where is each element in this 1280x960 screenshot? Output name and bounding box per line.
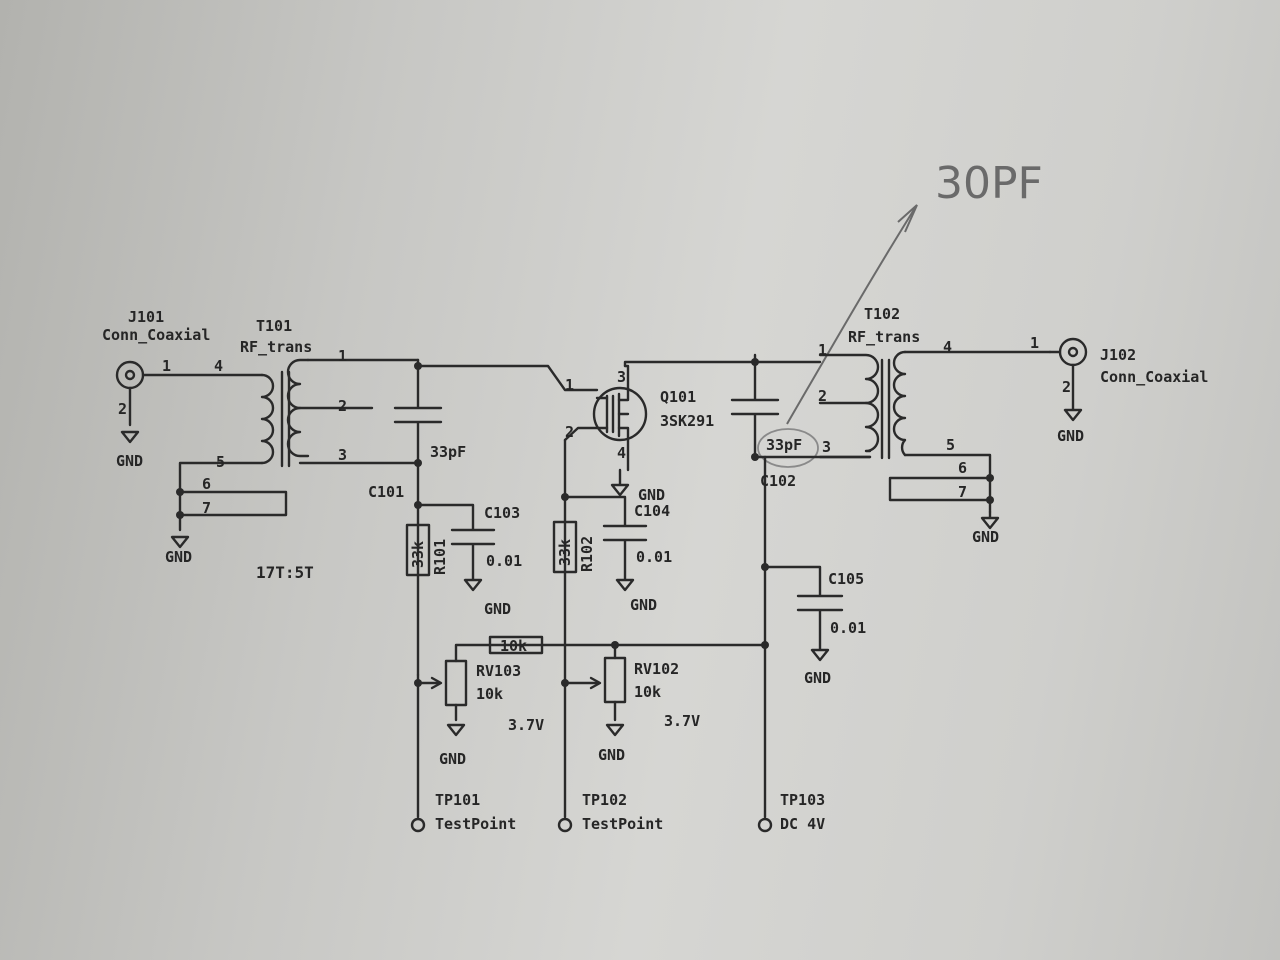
j102-pin2: 2 [1062,378,1071,396]
tp101-ref: TP101 [435,791,480,809]
c104-ref: C104 [634,502,670,520]
c105-gnd-label: GND [804,669,831,687]
t101-transformer [170,358,420,549]
j102-connector [1048,337,1088,422]
j102-pin1: 1 [1030,334,1039,352]
rv101-gnd-label: GND [439,750,466,768]
tp101-value: TestPoint [435,815,516,833]
r102-ref: R102 [578,536,596,572]
c103-capacitor [416,503,496,592]
c104-capacitor [563,495,648,592]
t102-pin6: 6 [958,459,967,477]
t101-pin1: 1 [338,347,347,365]
t102-pin3: 3 [822,438,831,456]
q101-pin2: 2 [565,423,574,441]
t102-pin1: 1 [818,341,827,359]
rv102-ref: RV102 [634,660,679,678]
j101-pin2: 2 [118,400,127,418]
rv102-value: 10k [634,683,661,701]
tp103-ref: TP103 [780,791,825,809]
t101-pin2: 2 [338,397,347,415]
tp102-testpoint[interactable] [557,817,573,833]
q101-pin1: 1 [565,376,574,394]
t102-pin5: 5 [946,436,955,454]
rv102-potentiometer [563,643,627,737]
j102-ref: J102 [1100,346,1136,364]
t102-pin4: 4 [943,338,952,356]
t102-value: RF_trans [848,328,920,346]
r101-resistor [405,523,431,577]
c101-value: 33pF [430,443,466,461]
c101-ref: C101 [368,483,404,501]
t102-pin7: 7 [958,483,967,501]
r102-resistor [552,520,578,574]
annotation-circle [757,428,819,468]
c104-value: 0.01 [636,548,672,566]
rv101-voltage: 3.7V [508,716,544,734]
tp103-value: DC 4V [780,815,825,833]
rv102-gnd-label: GND [598,746,625,764]
t102-ref: T102 [864,305,900,323]
t101-turns-ratio: 17T:5T [256,563,314,582]
q101-pin3: 3 [617,368,626,386]
c105-capacitor [763,565,844,662]
rv101-potentiometer [416,643,767,737]
t101-pin3: 3 [338,446,347,464]
c103-ref: C103 [484,504,520,522]
r-10k-value: 10k [500,637,527,655]
j101-pin1: 1 [162,357,171,375]
t101-ref: T101 [256,317,292,335]
q101-value: 3SK291 [660,412,714,430]
q101-ref: Q101 [660,388,696,406]
rv101-ref: RV103 [476,662,521,680]
q101-pin4: 4 [617,444,626,462]
t102-transformer [818,350,1052,530]
j102-gnd-label: GND [1057,427,1084,445]
c105-ref: C105 [828,570,864,588]
tp103-testpoint[interactable] [757,817,773,833]
j101-value: Conn_Coaxial [102,326,210,344]
j102-value: Conn_Coaxial [1100,368,1208,386]
c102-value: 33pF [766,436,802,454]
r102-value: 33k [556,539,574,566]
t102-gnd-label: GND [972,528,999,546]
j101-gnd-label: GND [116,452,143,470]
t101-value: RF_trans [240,338,312,356]
handwritten-note: 30PF [935,158,1043,209]
rv102-voltage: 3.7V [664,712,700,730]
t102-pin2: 2 [818,387,827,405]
c105-value: 0.01 [830,619,866,637]
t101-pin6: 6 [202,475,211,493]
rv101-value: 10k [476,685,503,703]
tp101-testpoint[interactable] [410,817,426,833]
c104-gnd-label: GND [630,596,657,614]
j101-ref: J101 [128,308,164,326]
q101-gnd-label: GND [638,486,665,504]
r101-ref: R101 [431,539,449,575]
t101-pin7: 7 [202,499,211,517]
t101-pin5: 5 [216,453,225,471]
tp102-value: TestPoint [582,815,663,833]
c103-gnd-label: GND [484,600,511,618]
t101-gnd-label: GND [165,548,192,566]
c101-capacitor [393,358,443,677]
j101-connector [115,360,264,444]
annotation-arrow [786,207,916,425]
q101-mosfet [416,360,822,819]
annotation-arrowhead [897,204,918,233]
c102-ref: C102 [760,472,796,490]
r101-value: 33k [409,541,427,568]
r-10k-resistor [488,635,544,655]
tp102-ref: TP102 [582,791,627,809]
t101-pin4: 4 [214,357,223,375]
c103-value: 0.01 [486,552,522,570]
